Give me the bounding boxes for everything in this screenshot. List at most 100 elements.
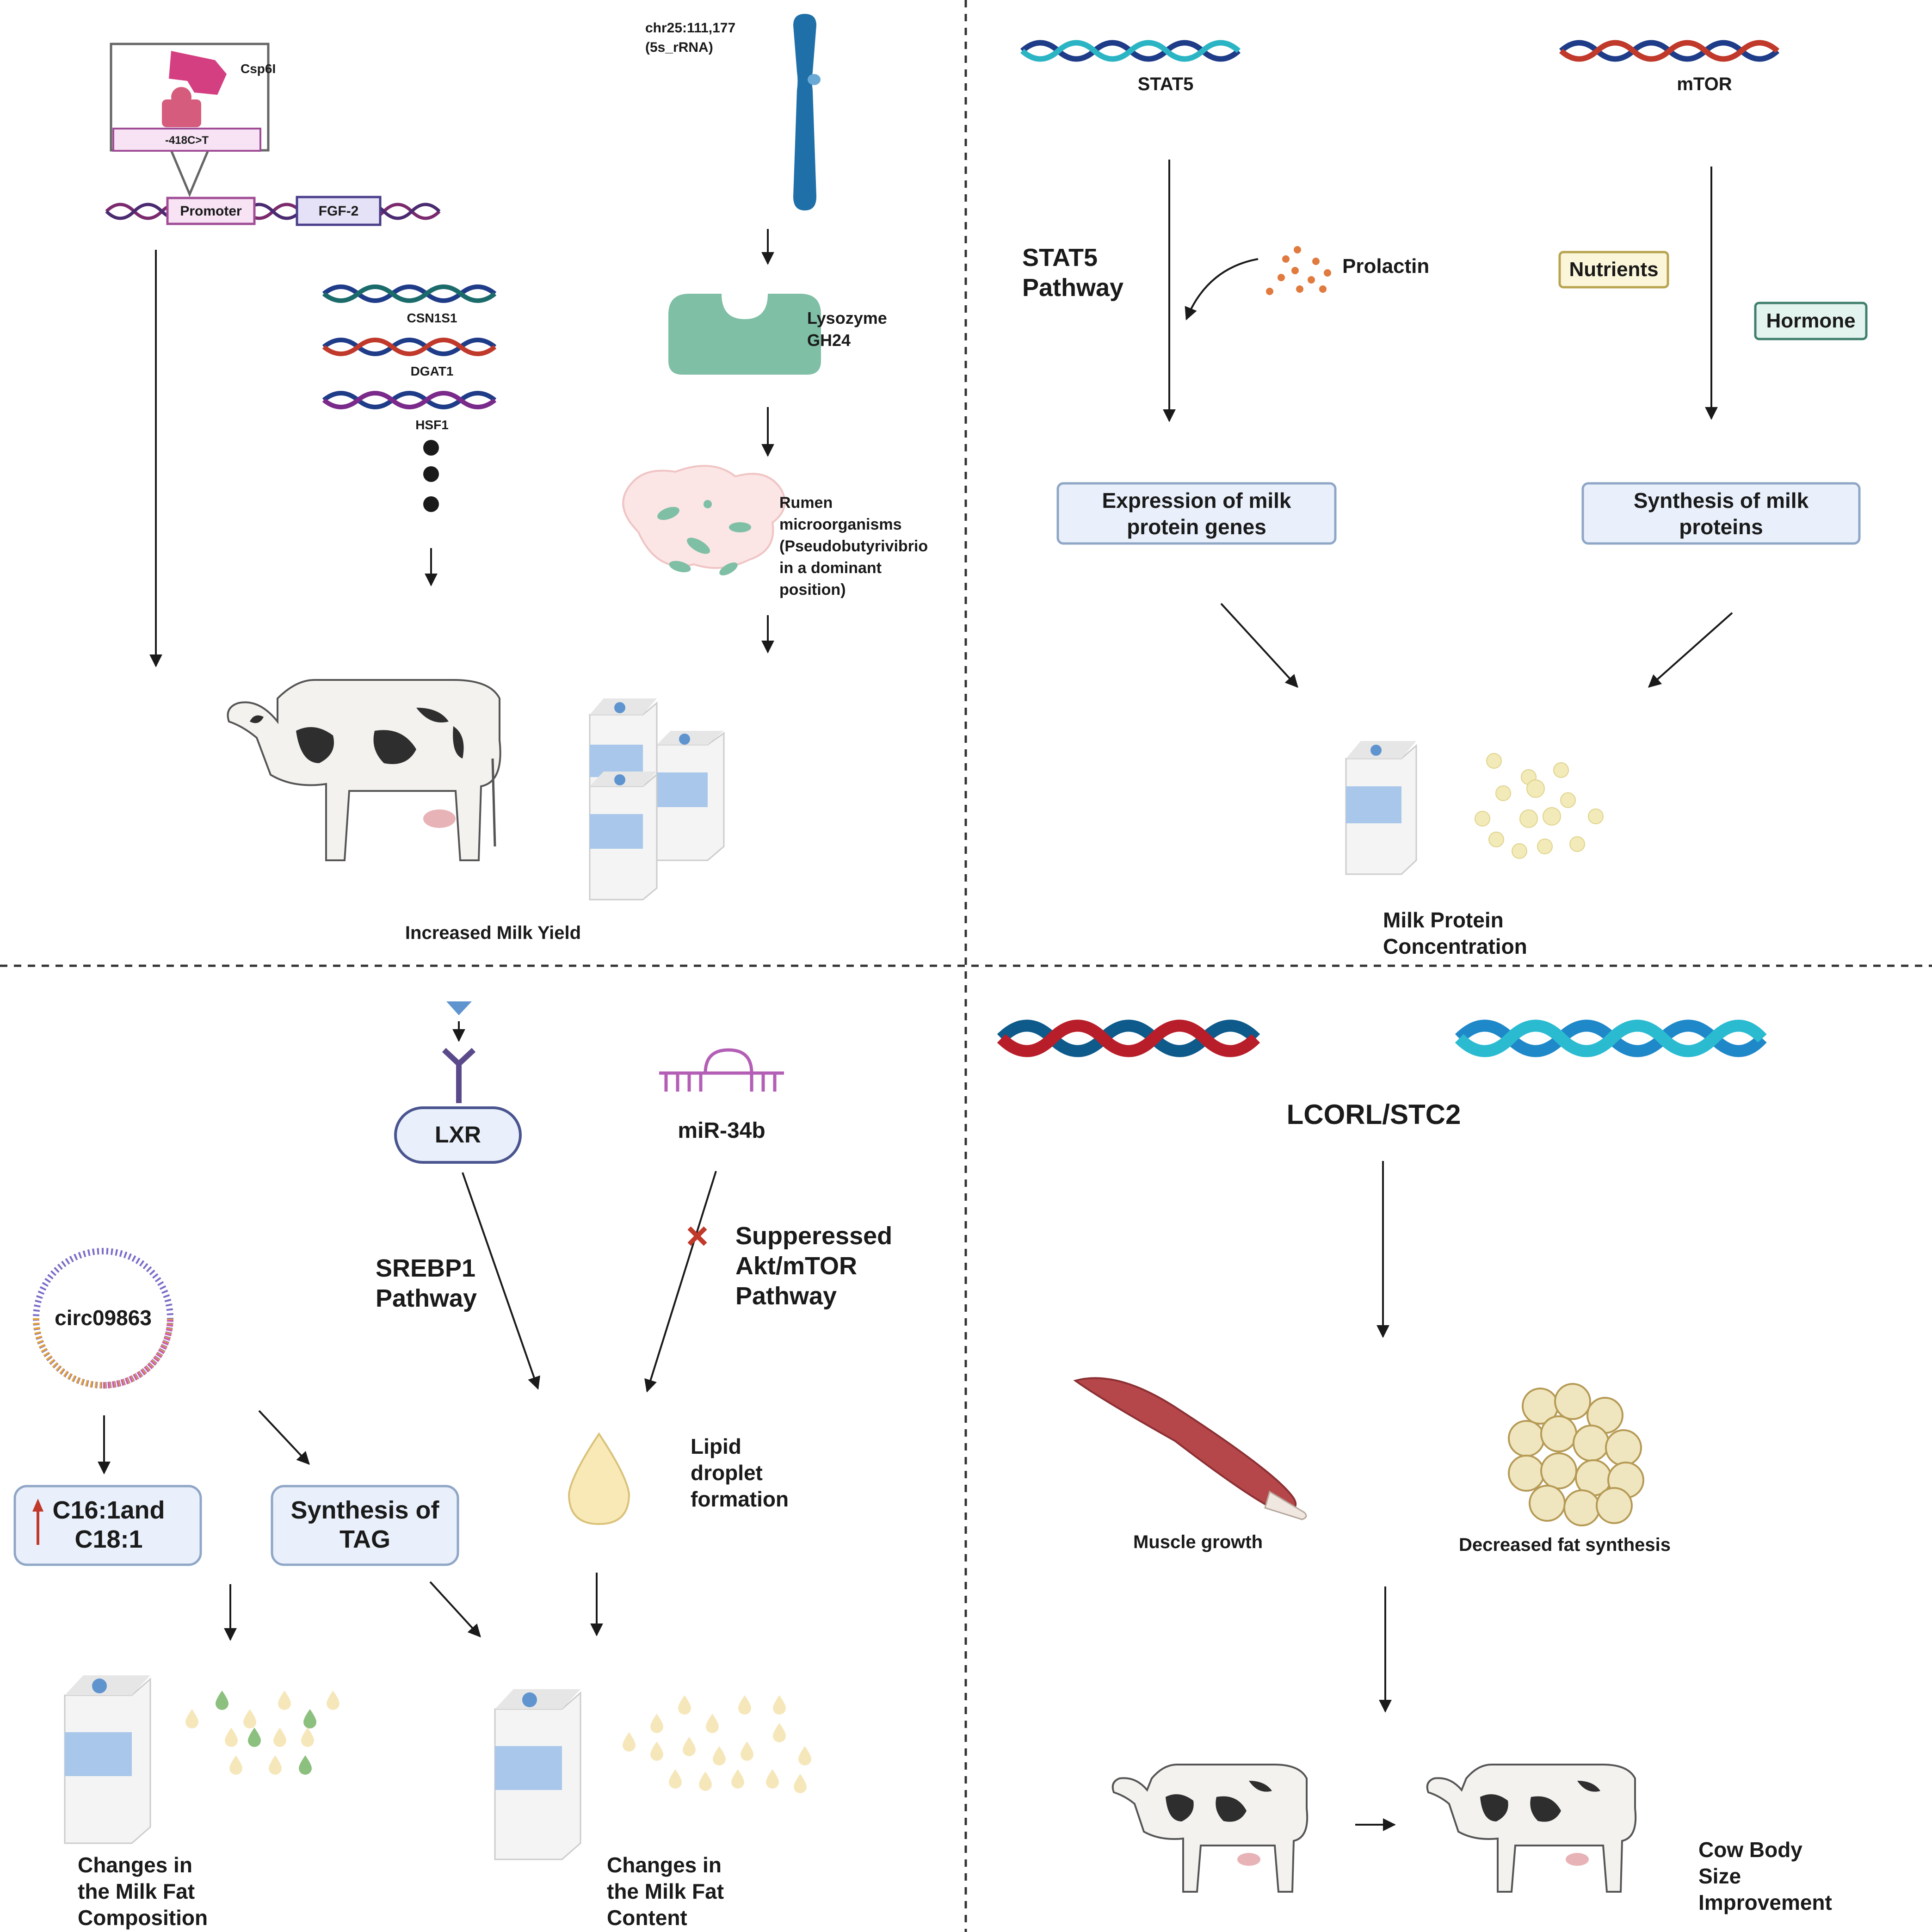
hsf1-dna-icon [322,391,497,409]
tag-line-1: Synthesis of [290,1496,439,1524]
circ-label: circ09863 [55,1306,152,1330]
milk-carton-content-icon [494,1689,581,1860]
ellipsis-dots-icon [423,440,439,512]
rumen-line-2: microorganisms [779,516,902,533]
mtor-gene-label: mTOR [1677,74,1732,94]
cow-small-icon [1111,1764,1309,1893]
hormone-badge: Hormone [1754,302,1868,340]
lipid-droplet-icon [568,1432,630,1525]
chromosome-locus: chr25:111,177 [645,20,735,36]
panel-milk-fat: LXR miR-34b SREBP1 Pathway Supperessed A… [13,1001,892,1930]
restriction-site-icon [162,99,201,127]
composition-line-3: Composition [78,1906,208,1930]
chromosome-icon [793,14,821,210]
rumen-line-1: Rumen [779,494,833,512]
snp-label: -418C>T [165,134,209,147]
fgf2-label: FGF-2 [319,204,359,219]
rumen-microbes-icon [622,465,786,575]
lipid-line-3: formation [691,1487,789,1511]
gene-label-hsf1: HSF1 [415,418,449,432]
fat-drops-composition-icon [185,1691,339,1775]
stc2-dna-icon [1455,1019,1767,1057]
nutrients-label: Nutrients [1569,258,1658,281]
srebp1-line-1: SREBP1 [376,1254,475,1282]
expression-box: Expression of milk protein genes [1056,482,1337,545]
csp6i-label: Csp6I [241,62,276,76]
protein-outcome-line-2: Concentration [1383,934,1527,958]
expression-line-1: Expression of milk [1102,488,1291,512]
lysozyme-icon [668,294,821,375]
muscle-icon [1073,1377,1307,1520]
lysozyme-label: Lysozyme [807,309,887,327]
composition-line-2: the Milk Fat [78,1879,195,1903]
milk-cartons-icon [589,698,725,901]
stat5-gene-label: STAT5 [1138,74,1194,94]
srebp1-line-2: Pathway [376,1284,477,1312]
protein-particles-icon [1475,753,1604,859]
lipid-line-1: Lipid [691,1434,741,1458]
adipose-icon [1508,1383,1644,1526]
fat-label: Decreased fat synthesis [1459,1535,1671,1555]
akt-line-1: Supperessed [735,1222,892,1250]
arrow-synthesis-to-protein [1648,612,1733,688]
body-size-line-2: Size [1698,1864,1741,1888]
gene-stack: CSN1S1 DGAT1 HSF1 [322,284,497,512]
dgat1-dna-icon [322,338,497,356]
tag-line-2: TAG [339,1525,390,1553]
akt-line-2: Akt/mTOR [735,1252,857,1280]
lipid-line-2: droplet [691,1461,763,1485]
csn1s1-dna-icon [322,284,497,303]
composition-line-1: Changes in [78,1853,192,1877]
expression-line-2: protein genes [1127,515,1266,539]
protein-outcome-line-1: Milk Protein [1383,908,1504,932]
inhibition-x-icon [687,1226,707,1246]
rumen-line-4: in a dominant [779,559,882,577]
cow-improved-icon [1426,1764,1637,1893]
cow-icon [227,679,501,861]
panel-milk-protein: STAT5 mTOR STAT5 Pathway Prolactin Nutri… [1020,40,1868,958]
arrow-circ-to-tag [258,1410,310,1465]
milk-carton-back-right [656,731,725,861]
mirna-icon [659,1048,784,1092]
milk-carton-front [589,772,658,901]
increase-arrow-icon [32,1499,43,1545]
increased-milk-yield-label: Increased Milk Yield [405,923,581,943]
stat5-pathway-line-1: STAT5 [1022,244,1098,272]
content-line-1: Changes in [607,1853,722,1877]
akt-line-3: Pathway [735,1282,837,1310]
lcorl-stc2-label: LCORL/STC2 [1287,1099,1461,1130]
synthesis-line-1: Synthesis of milk [1634,488,1809,512]
synthesis-box: Synthesis of milk proteins [1581,482,1861,545]
fat-drops-content-icon [623,1695,811,1793]
fatty-line-2: C18:1 [74,1525,142,1553]
tag-box: Synthesis of TAG [271,1485,459,1566]
csp6i-enzyme-icon [169,51,227,95]
arrow-lxr-to-lipid [462,1172,540,1390]
lxr-node: LXR [394,1106,522,1164]
fatty-acids-box: C16:1and C18:1 [13,1485,202,1566]
lxr-label: LXR [435,1122,481,1148]
gene-label-dgat1: DGAT1 [411,364,454,378]
snp-callout: Csp6I -418C>T [110,43,276,198]
ligand-receptor-icon [442,1001,476,1103]
content-line-3: Content [607,1906,687,1930]
milk-carton-composition-icon [64,1675,151,1844]
rumen-line-3: (Pseudobutyrivibrio [779,537,928,555]
hormone-label: Hormone [1766,309,1855,332]
arrow-prolactin-to-stat5 [1185,258,1259,321]
arrow-mirna-to-lipid [644,1171,717,1393]
chromosome-note: (5s_rRNA) [645,40,713,55]
mirna-label: miR-34b [678,1118,765,1143]
prolactin-label: Prolactin [1342,255,1429,278]
fgf2-box [296,196,382,226]
stat5-pathway-line-2: Pathway [1022,274,1123,302]
lysozyme-subtype: GH24 [807,331,851,350]
circ-rna-icon [33,1248,173,1389]
synthesis-line-2: proteins [1679,515,1763,539]
body-size-line-3: Improvement [1698,1890,1832,1914]
lcorl-dna-icon [997,1019,1260,1057]
gene-label-csn1s1: CSN1S1 [407,311,457,325]
panel-body-size: LCORL/STC2 Muscle growth Decreased fat s… [997,1019,1832,1914]
